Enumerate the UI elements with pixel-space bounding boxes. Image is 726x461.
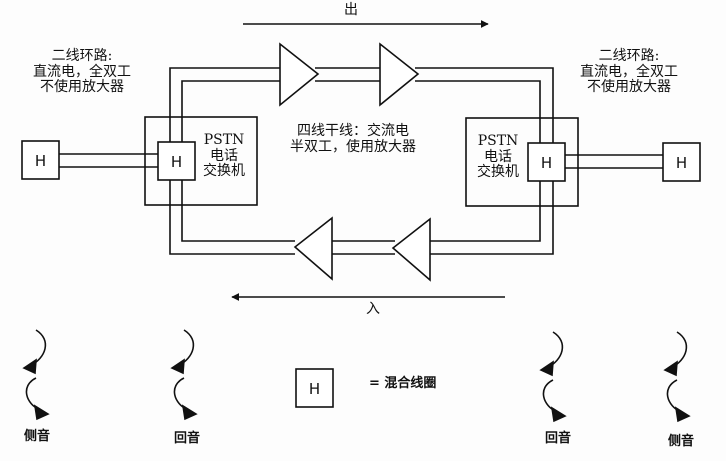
four-wire-trunk-label: 四线干线：交流电 半双工，使用放大器 [290,123,416,155]
label-line: 半双工，使用放大器 [290,138,416,155]
echo-curved-arrows-icon [539,331,567,423]
hybrid-exchange-left [157,141,196,181]
effect-label: 侧音 [668,434,695,449]
label-line: 直流电，全双工 [33,63,131,80]
hybrid-phone-right [662,142,701,182]
label-line: 不使用放大器 [40,79,124,96]
hybrid-symbol: H [171,153,182,171]
label-line: PSTN [477,133,519,149]
effect-label: 侧音 [24,429,51,444]
exchange-right-label: PSTN 电话 交换机 [477,133,519,181]
label-line: 电话 [484,148,512,165]
effect-label: 回音 [545,431,572,446]
amplifier-out-2 [379,42,420,107]
legend-hybrid-box [295,368,334,408]
sidetone-curved-arrows-icon [22,329,50,421]
incoming-trunk [169,180,554,255]
outgoing-trunk [169,67,554,160]
label-line: 直流电，全双工 [580,63,678,80]
legend-text: = 混合线圈 [369,376,437,391]
direction-in-label: 入 [366,301,380,317]
hybrid-symbol: H [541,154,552,172]
legend-hybrid-symbol: H [309,380,320,398]
right-two-wire-loop [565,154,663,169]
label-line: 四线干线：交流电 [297,123,409,139]
left-two-wire-loop [59,153,158,168]
sidetone-curved-arrows-icon [663,331,691,423]
label-line: 不使用放大器 [587,79,671,96]
hybrid-symbol: H [35,152,46,170]
amplifier-out-1 [279,42,320,107]
exchange-right-box [465,117,579,207]
exchange-left-label: PSTN 电话 交换机 [203,132,245,180]
label-line: 二线环路: [51,48,113,64]
amplifier-in-2 [391,217,431,282]
exchange-left-box [144,116,258,206]
echo-curved-arrows-icon [170,329,198,421]
label-line: PSTN [203,132,245,148]
amplifier-in-1 [293,216,333,281]
effect-label: 回音 [174,431,201,446]
label-line: 电话 [210,147,238,164]
direction-out-label: 出 [344,2,358,18]
two-wire-label-left: 二线环路: 直流电，全双工 不使用放大器 [33,48,131,96]
hybrid-phone-left [21,140,60,180]
label-line: 交换机 [477,164,519,181]
label-line: 二线环路: [598,48,660,64]
two-wire-label-right: 二线环路: 直流电，全双工 不使用放大器 [580,48,678,96]
hybrid-symbol: H [676,154,687,172]
label-line: 交换机 [203,163,245,180]
hybrid-exchange-right [527,142,566,182]
